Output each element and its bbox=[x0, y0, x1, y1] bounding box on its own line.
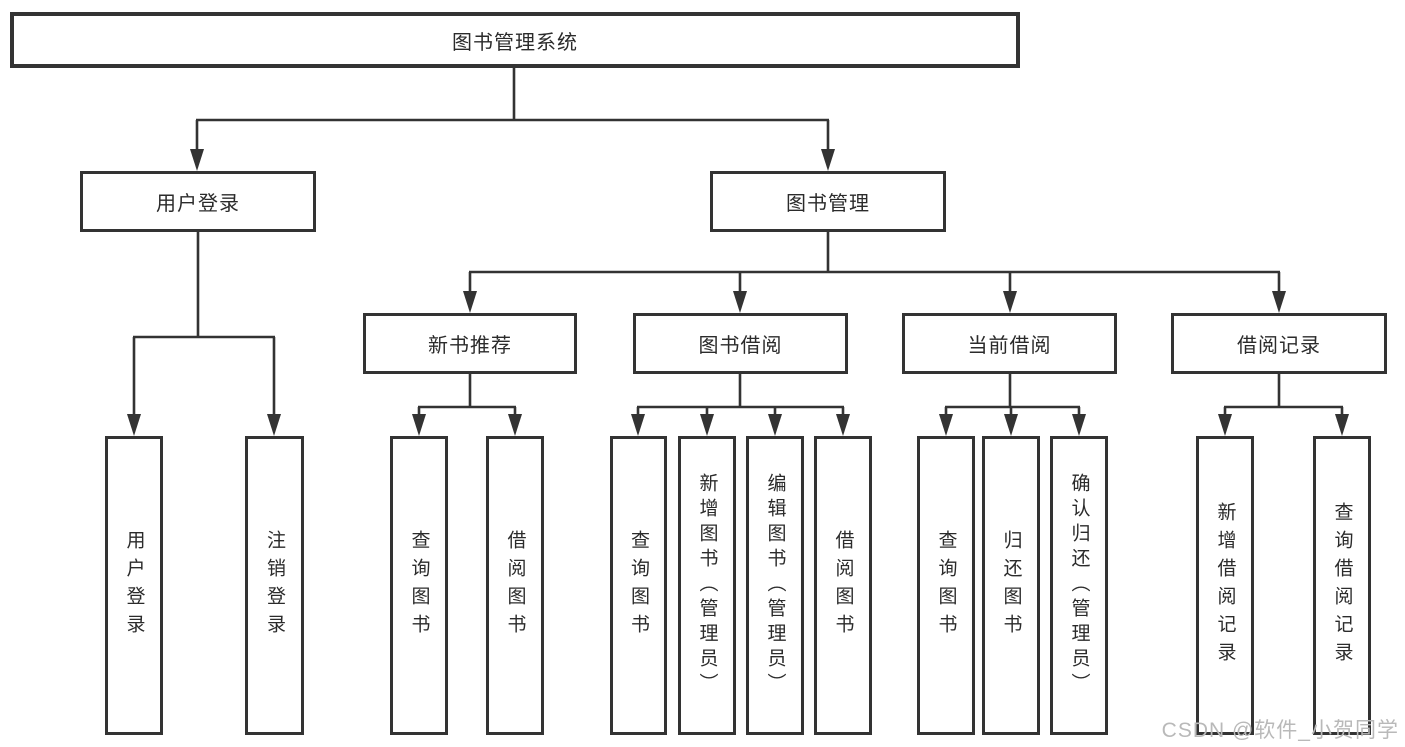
node-book-borrowing: 图书借阅 bbox=[633, 313, 848, 374]
leaf-label: 注销登录 bbox=[264, 529, 285, 642]
leaf-label: 查询图书 bbox=[935, 529, 957, 642]
leaf-label: 查询借阅记录 bbox=[1331, 501, 1353, 670]
leaf-cb-return-books: 归还图书 bbox=[982, 436, 1040, 735]
leaf-bb-borrow-books: 借阅图书 bbox=[814, 436, 872, 735]
node-label: 用户登录 bbox=[156, 193, 240, 215]
watermark: CSDN @软件_小贺同学 bbox=[1161, 719, 1399, 742]
node-library-system: 图书管理系统 bbox=[10, 12, 1020, 68]
node-borrowing-records: 借阅记录 bbox=[1171, 313, 1387, 374]
leaf-label: 新增借阅记录 bbox=[1214, 501, 1236, 670]
leaf-bb-edit-books-admin: 编辑图书（管理员） bbox=[746, 436, 804, 735]
node-user-login: 用户登录 bbox=[80, 171, 316, 232]
node-label: 图书管理 bbox=[786, 193, 870, 215]
node-label: 图书借阅 bbox=[698, 335, 783, 357]
leaf-bb-add-books-admin: 新增图书（管理员） bbox=[678, 436, 736, 735]
leaf-label: 编辑图书（管理员） bbox=[764, 473, 786, 698]
leaf-label: 确认归还（管理员） bbox=[1068, 473, 1090, 698]
node-label: 新书推荐 bbox=[428, 335, 512, 357]
node-new-book-recommendation: 新书推荐 bbox=[363, 313, 577, 374]
leaf-br-add-record: 新增借阅记录 bbox=[1196, 436, 1254, 735]
leaf-label: 查询图书 bbox=[408, 529, 430, 642]
leaf-label: 新增图书（管理员） bbox=[696, 473, 718, 698]
node-current-borrowing: 当前借阅 bbox=[902, 313, 1117, 374]
leaf-nbr-query-books: 查询图书 bbox=[390, 436, 448, 735]
leaf-label: 用户登录 bbox=[123, 529, 145, 642]
leaf-user-login: 用户登录 bbox=[105, 436, 163, 735]
leaf-label: 借阅图书 bbox=[504, 529, 526, 642]
leaf-label: 借阅图书 bbox=[832, 529, 854, 642]
node-label: 图书管理系统 bbox=[452, 31, 578, 54]
leaf-bb-query-books: 查询图书 bbox=[610, 436, 667, 735]
leaf-nbr-borrow-books: 借阅图书 bbox=[486, 436, 544, 735]
leaf-br-query-record: 查询借阅记录 bbox=[1313, 436, 1371, 735]
leaf-cb-query-books: 查询图书 bbox=[917, 436, 975, 735]
leaf-label: 查询图书 bbox=[628, 529, 649, 642]
leaf-cb-confirm-return-admin: 确认归还（管理员） bbox=[1050, 436, 1108, 735]
leaf-logout: 注销登录 bbox=[245, 436, 304, 735]
node-book-management: 图书管理 bbox=[710, 171, 946, 232]
node-label: 借阅记录 bbox=[1237, 335, 1321, 357]
leaf-label: 归还图书 bbox=[1000, 529, 1022, 642]
node-label: 当前借阅 bbox=[967, 335, 1052, 357]
